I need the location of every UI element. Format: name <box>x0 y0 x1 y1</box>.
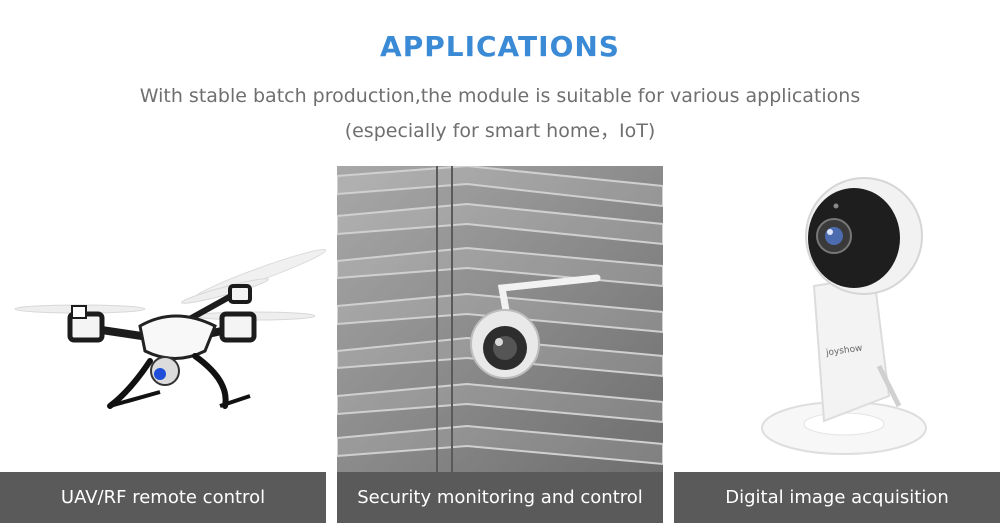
section-subtitle-line-2: (especially for smart home，IoT) <box>344 120 656 142</box>
home-camera-icon <box>761 177 927 455</box>
application-card-image-acquisition: joyshow Digital image acquisition <box>674 166 1000 523</box>
application-caption: Digital image acquisition <box>674 472 1000 523</box>
section-title: APPLICATIONS <box>380 30 620 63</box>
application-caption: Security monitoring and control <box>337 472 663 523</box>
section-subtitle-line-1: With stable batch production,the module … <box>139 85 861 107</box>
application-card-security: Security monitoring and control <box>337 166 663 523</box>
security-camera-icon <box>337 166 663 472</box>
application-card-uav: UAV/RF remote control <box>0 166 326 523</box>
drone-icon <box>14 248 326 409</box>
application-caption: UAV/RF remote control <box>0 472 326 523</box>
